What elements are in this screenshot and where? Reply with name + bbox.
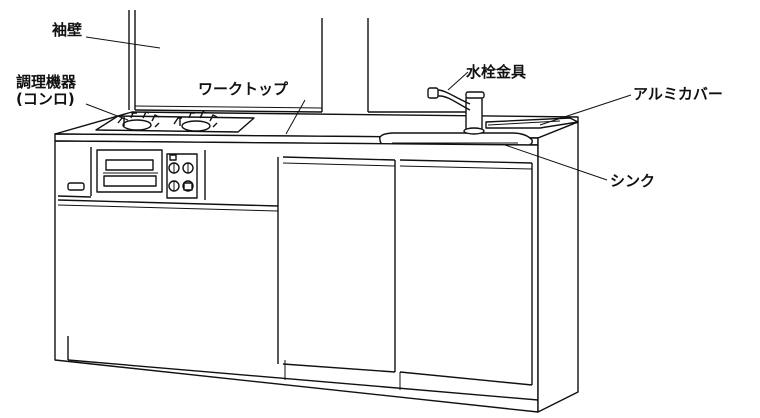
- aluminum-cover-label: アルミカバー: [633, 85, 723, 103]
- cabinet: [54, 121, 579, 413]
- cooking-appliance-label-line2: (コンロ): [16, 90, 75, 109]
- left-panel: [57, 147, 92, 198]
- cooking-appliance-label: 調理機器 (コンロ): [16, 73, 77, 109]
- lower-left-drawer: [57, 157, 279, 364]
- faucet: [427, 87, 485, 135]
- middle-door: [282, 156, 396, 373]
- right-door: [399, 159, 533, 386]
- side-wall: [128, 10, 136, 110]
- grill-panel: [96, 149, 206, 200]
- cooking-appliance-label-line1: 調理機器: [16, 73, 77, 91]
- side-wall-label: 袖壁: [52, 21, 83, 39]
- right-burner: [173, 111, 218, 132]
- sink-label: シンク: [610, 172, 656, 190]
- leader-lines: [85, 36, 632, 181]
- worktop-label: ワークトップ: [198, 80, 289, 98]
- back-wall: [134, 18, 470, 113]
- faucet-label: 水栓金具: [466, 63, 527, 81]
- control-knobs: [166, 153, 198, 199]
